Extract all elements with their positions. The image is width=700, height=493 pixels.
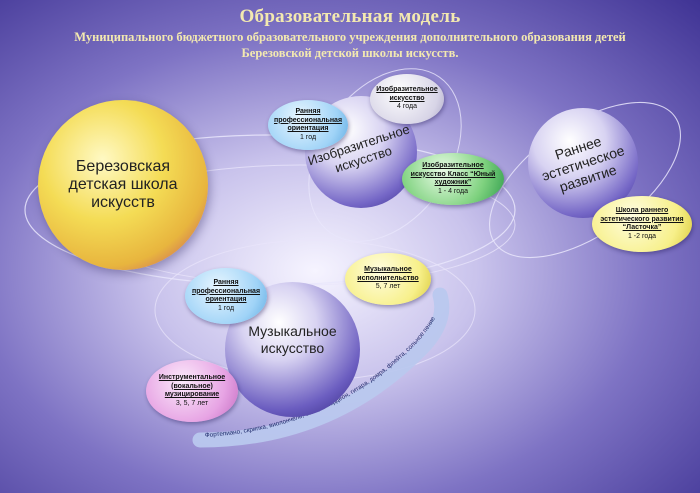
aesthetic-planet-label: Раннее эстетическое развитие bbox=[539, 132, 627, 195]
art-class-title: Изобразительное искусство Класс “Юный ху… bbox=[410, 162, 496, 186]
music-perform-years: 5, 7 лет bbox=[375, 283, 401, 291]
header: Образовательная модель Муниципального бю… bbox=[0, 6, 700, 60]
music-perform-bubble: Музыкальное исполнительство 5, 7 лет bbox=[345, 253, 431, 305]
page-subtitle-line-1: Муниципального бюджетного образовательно… bbox=[74, 30, 626, 44]
art-top-title: Изобразительное искусство bbox=[376, 86, 438, 102]
art-prof-bubble: Ранняя профессиональная ориентация 1 год bbox=[268, 100, 348, 150]
aesthetic-bubble-title: Школа раннего эстетического развития “Ла… bbox=[600, 207, 684, 231]
art-prof-years: 1 год bbox=[299, 133, 317, 141]
page-subtitle-line-2: Березовской детской школы искусств. bbox=[241, 46, 459, 60]
page-title: Образовательная модель bbox=[239, 6, 461, 27]
school-label: Березовская детская школа искусств bbox=[68, 158, 178, 211]
music-perform-title: Музыкальное исполнительство bbox=[357, 266, 419, 282]
aesthetic-bubble: Школа раннего эстетического развития “Ла… bbox=[592, 196, 692, 252]
music-prof-years: 1 год bbox=[217, 304, 235, 312]
art-top-years: 4 года bbox=[397, 103, 417, 111]
art-prof-title: Ранняя профессиональная ориентация bbox=[273, 108, 343, 132]
music-prof-title: Ранняя профессиональная ориентация bbox=[191, 279, 261, 303]
aesthetic-bubble-years: 1 -2 года bbox=[627, 232, 657, 240]
art-top-bubble: Изобразительное искусство 4 года bbox=[370, 74, 444, 124]
art-class-years: 1 - 4 года bbox=[437, 187, 469, 195]
music-instr-bubble: Инструментальное (вокальное) музицирован… bbox=[146, 360, 238, 422]
music-planet-label: Музыкальное искусство bbox=[248, 322, 337, 356]
music-prof-bubble: Ранняя профессиональная ориентация 1 год bbox=[185, 268, 267, 324]
music-instr-title: Инструментальное (вокальное) музицирован… bbox=[158, 374, 226, 398]
school-planet: Березовская детская школа искусств bbox=[38, 100, 208, 270]
instruments-arc-band bbox=[192, 287, 450, 448]
music-instr-years: 3, 5, 7 лет bbox=[175, 399, 209, 407]
art-class-bubble: Изобразительное искусство Класс “Юный ху… bbox=[402, 153, 504, 205]
